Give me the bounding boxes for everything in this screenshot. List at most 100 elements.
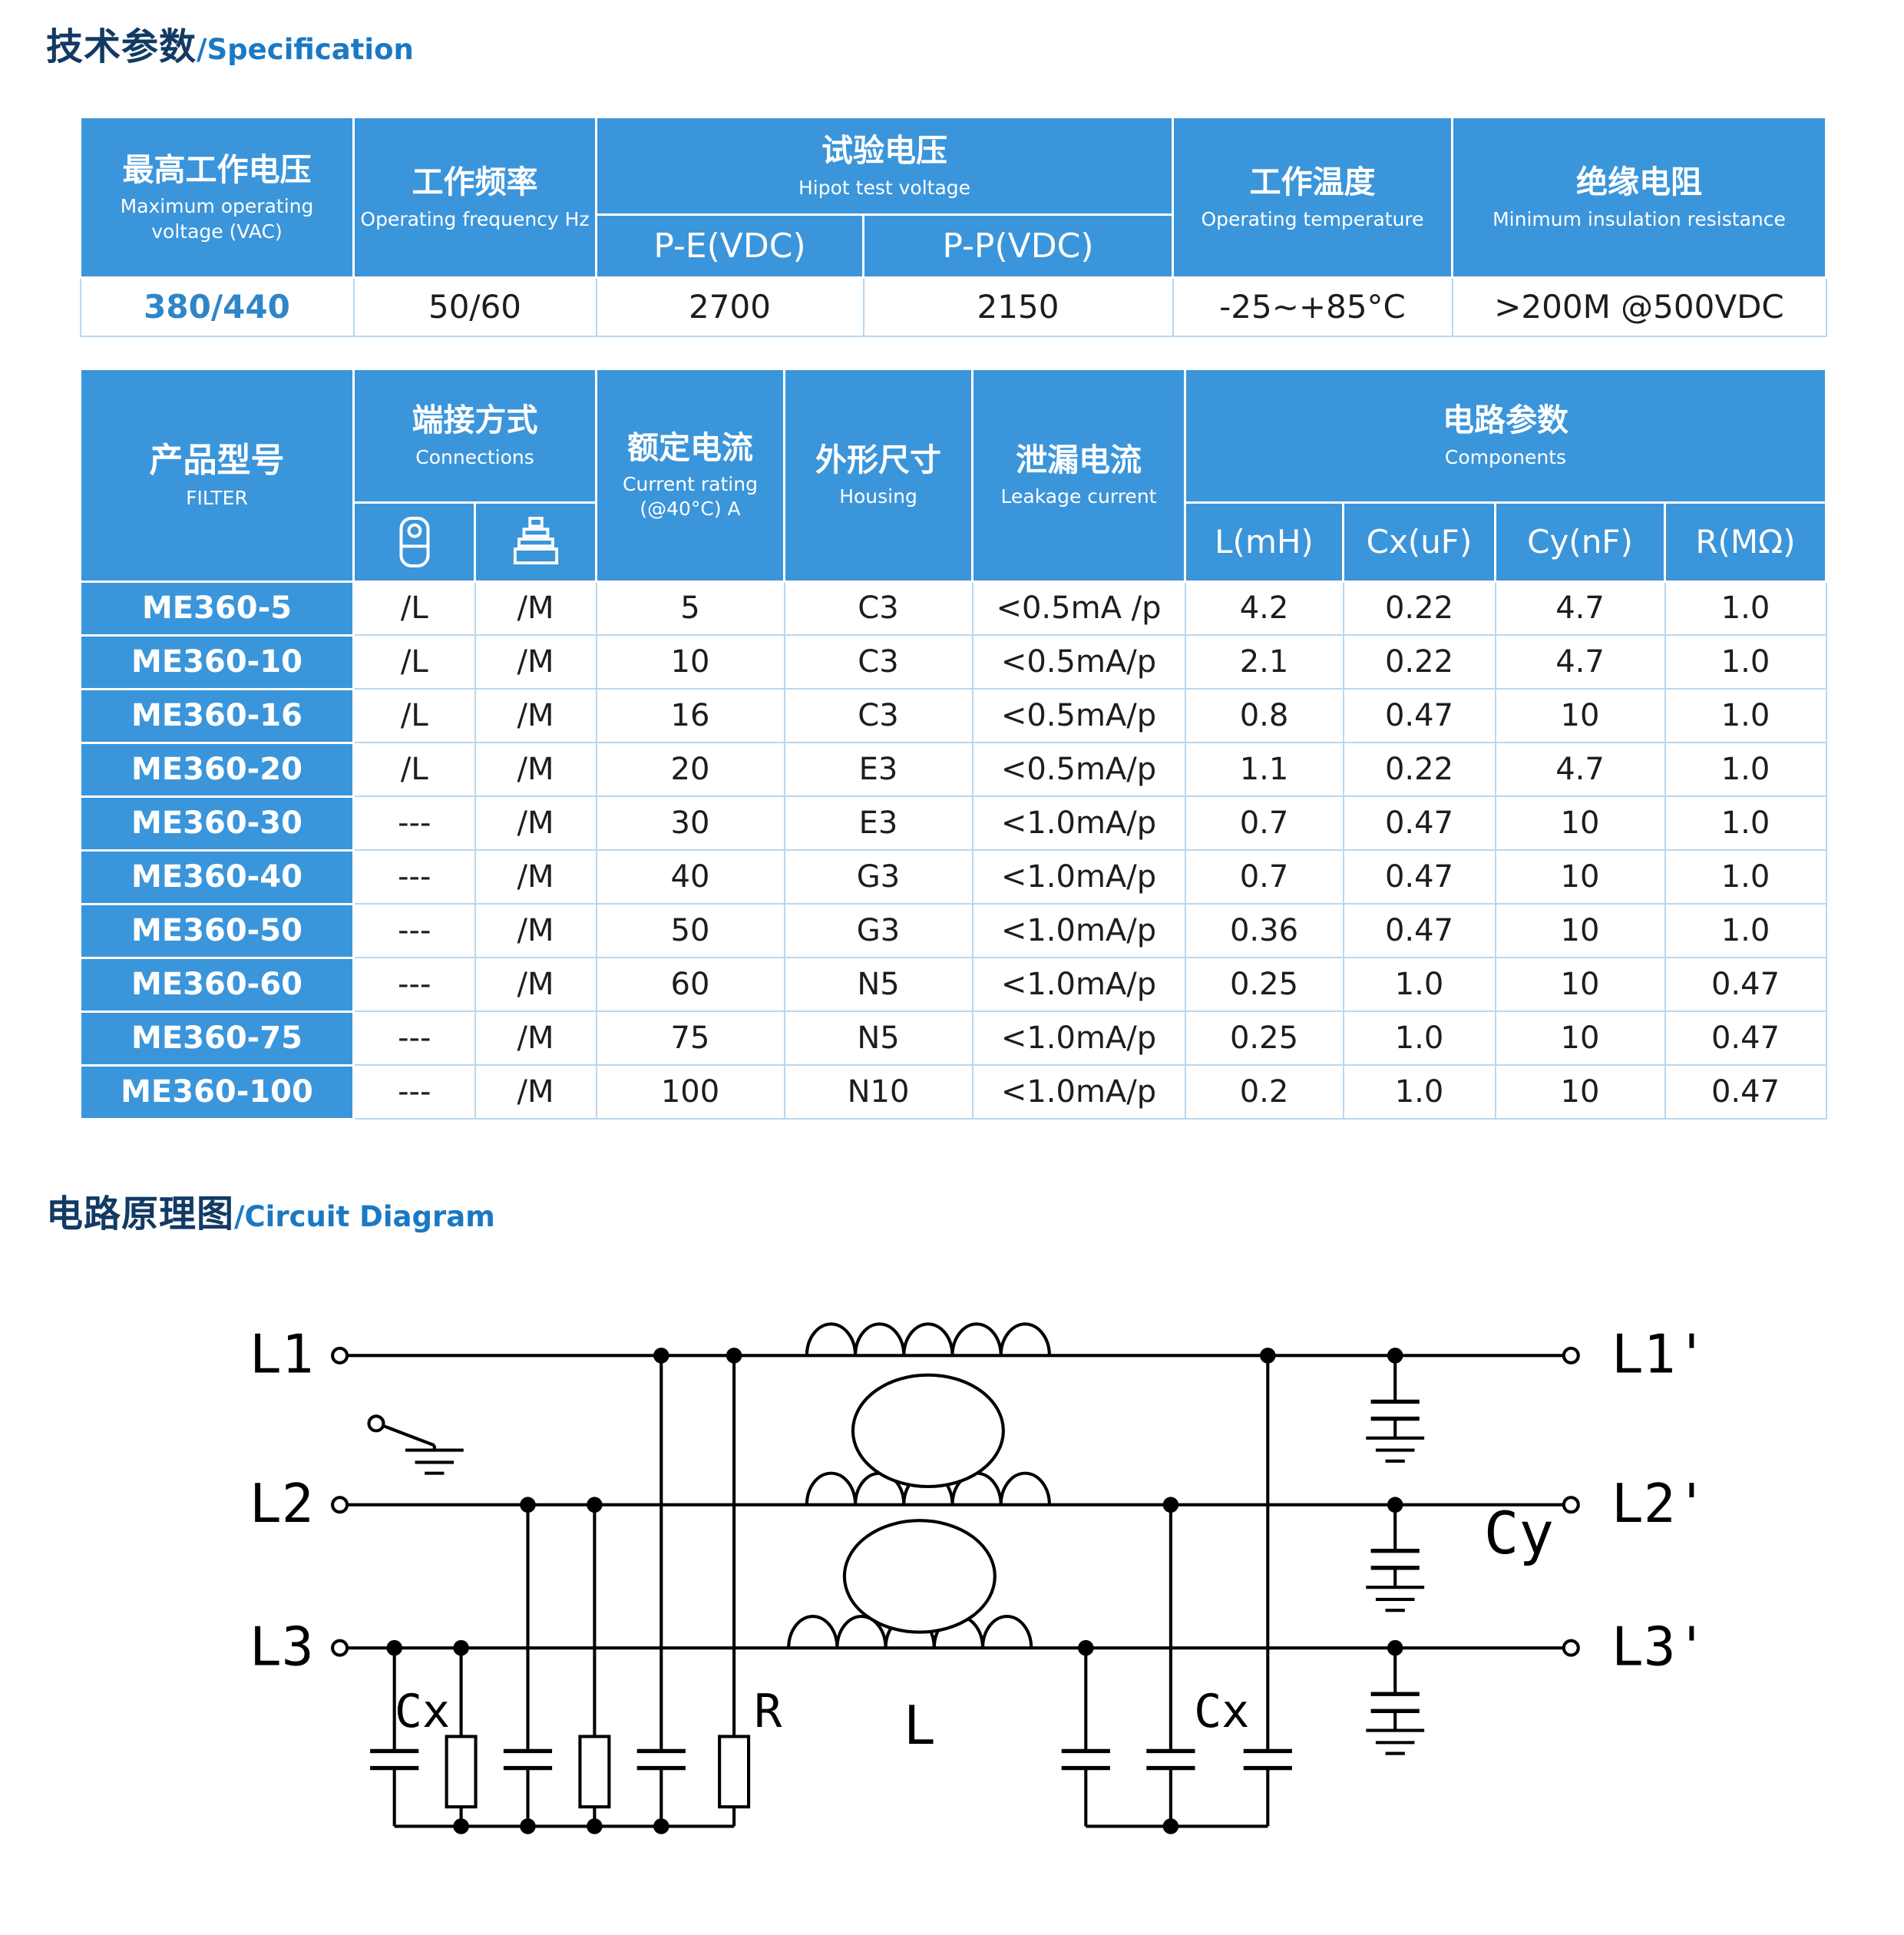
spec-section-title: 技术参数/Specification — [46, 25, 1904, 68]
product-model-cell: ME360-30 — [79, 795, 355, 852]
product-r-cell: 0.47 — [1664, 1064, 1827, 1120]
product-housing-cell: N5 — [783, 1011, 973, 1067]
product-cy-cell: 10 — [1494, 1064, 1666, 1120]
product-cx-cell: 0.22 — [1342, 634, 1496, 690]
product-housing-cell: G3 — [783, 903, 973, 959]
product-current-cell: 10 — [595, 634, 785, 690]
product-current-cell: 30 — [595, 796, 785, 852]
product-model-cell: ME360-100 — [79, 1063, 355, 1120]
product-cx-cell: 0.22 — [1342, 742, 1496, 798]
product-header-row-2: L(mH) Cx(uF) Cy(nF) R(MΩ) — [81, 501, 1827, 583]
component-col-cx: Cx(uF) — [1342, 501, 1496, 583]
circuit-labels: L1 L2 L3 L1' L2' L3' Cx R L Cx Cy — [250, 1323, 1708, 1756]
product-housing-cell: G3 — [783, 849, 973, 905]
label-cx-left: Cx — [395, 1685, 450, 1738]
spec-col-frequency-zh: 工作频率 — [412, 164, 538, 201]
cy-capacitors — [1366, 1355, 1425, 1755]
product-model-cell: ME360-40 — [79, 848, 355, 905]
product-cy-cell: 10 — [1494, 796, 1666, 852]
product-housing-cell: N5 — [783, 957, 973, 1013]
spec-table-head: 最高工作电压 Maximum operating voltage (VAC) 工… — [79, 116, 1827, 280]
input-terminal-l3 — [331, 1639, 349, 1657]
spec-section-title-zh: 技术参数 — [46, 25, 197, 68]
product-cx-cell: 1.0 — [1342, 1011, 1496, 1067]
product-leakage-cell: <0.5mA/p — [971, 634, 1186, 690]
spec-col-hipot-pe: P-E(VDC) — [595, 213, 864, 280]
product-leakage-cell: <1.0mA/p — [971, 849, 1186, 905]
product-conn_m-cell: /M — [474, 903, 597, 959]
earth-ground-symbol — [382, 1424, 464, 1475]
product-col-connections-en: Connections — [415, 445, 534, 468]
product-cx-cell: 0.47 — [1342, 796, 1496, 852]
product-current-cell: 50 — [595, 903, 785, 959]
circuit-section-title-en: /Circuit Diagram — [234, 1199, 495, 1233]
product-model-cell: ME360-16 — [79, 687, 355, 744]
screw-stud-terminal-icon — [513, 516, 558, 564]
product-housing-cell: E3 — [783, 796, 973, 852]
cx-capacitors-left — [370, 1355, 686, 1827]
product-cx-cell: 0.47 — [1342, 688, 1496, 744]
product-cy-cell: 10 — [1494, 903, 1666, 959]
label-l3: L3 — [250, 1616, 314, 1678]
product-col-housing-en: Housing — [839, 485, 917, 508]
discharge-resistors — [445, 1355, 751, 1827]
spec-frequency-value: 50/60 — [352, 276, 597, 337]
product-current-cell: 5 — [595, 580, 785, 637]
output-terminal-l2 — [1562, 1496, 1580, 1514]
product-model-cell: ME360-60 — [79, 956, 355, 1013]
spec-col-temperature-zh: 工作温度 — [1249, 164, 1376, 201]
product-leakage-cell: <0.5mA/p — [971, 742, 1186, 798]
product-cx-cell: 0.22 — [1342, 580, 1496, 637]
junction-dots — [386, 1347, 1403, 1834]
product-r-cell: 1.0 — [1664, 580, 1827, 637]
product-conn_m-cell: /M — [474, 580, 597, 637]
product-l-cell: 0.36 — [1184, 903, 1344, 959]
product-l-cell: 2.1 — [1184, 634, 1344, 690]
product-model-cell: ME360-10 — [79, 633, 355, 690]
product-leakage-cell: <0.5mA/p — [971, 688, 1186, 744]
product-leakage-cell: <1.0mA/p — [971, 796, 1186, 852]
product-conn_l-cell: /L — [352, 688, 476, 744]
product-cy-cell: 10 — [1494, 957, 1666, 1013]
spec-col-hipot-pp: P-P(VDC) — [862, 213, 1174, 280]
product-col-components-en: Components — [1444, 445, 1567, 468]
product-conn_m-cell: /M — [474, 688, 597, 744]
product-conn_l-cell: --- — [352, 796, 476, 852]
product-conn_l-cell: /L — [352, 580, 476, 637]
product-l-cell: 0.7 — [1184, 849, 1344, 905]
product-cy-cell: 10 — [1494, 849, 1666, 905]
label-r: R — [754, 1685, 782, 1738]
label-l2-out: L2' — [1611, 1473, 1708, 1535]
product-col-current-en1: Current rating — [623, 472, 758, 495]
spec-col-insulation: 绝缘电阻 Minimum insulation resistance — [1451, 116, 1827, 280]
spec-col-insulation-zh: 绝缘电阻 — [1576, 164, 1702, 201]
product-leakage-cell: <1.0mA/p — [971, 957, 1186, 1013]
product-conn_m-cell: /M — [474, 1064, 597, 1120]
output-terminal-l3 — [1562, 1639, 1580, 1657]
spec-col-max-voltage-en: Maximum operating voltage (VAC) — [120, 195, 314, 243]
product-l-cell: 0.25 — [1184, 1011, 1344, 1067]
product-cy-cell: 4.7 — [1494, 742, 1666, 798]
terminals — [331, 1346, 1580, 1657]
spec-table-body: 380/440 50/60 2700 2150 -25~+85°C >200M … — [79, 276, 1827, 337]
spec-col-temperature-en: Operating temperature — [1201, 207, 1424, 230]
product-conn_m-cell: /M — [474, 634, 597, 690]
product-col-model: 产品型号 FILTER — [79, 367, 355, 583]
product-conn_m-cell: /M — [474, 796, 597, 852]
product-conn_l-cell: --- — [352, 1064, 476, 1120]
product-conn_l-cell: --- — [352, 957, 476, 1013]
product-r-cell: 1.0 — [1664, 742, 1827, 798]
product-conn_m-cell: /M — [474, 1011, 597, 1067]
product-cx-cell: 0.47 — [1342, 903, 1496, 959]
product-housing-cell: C3 — [783, 580, 973, 637]
component-col-cy: Cy(nF) — [1494, 501, 1666, 583]
product-leakage-cell: <1.0mA/p — [971, 1011, 1186, 1067]
